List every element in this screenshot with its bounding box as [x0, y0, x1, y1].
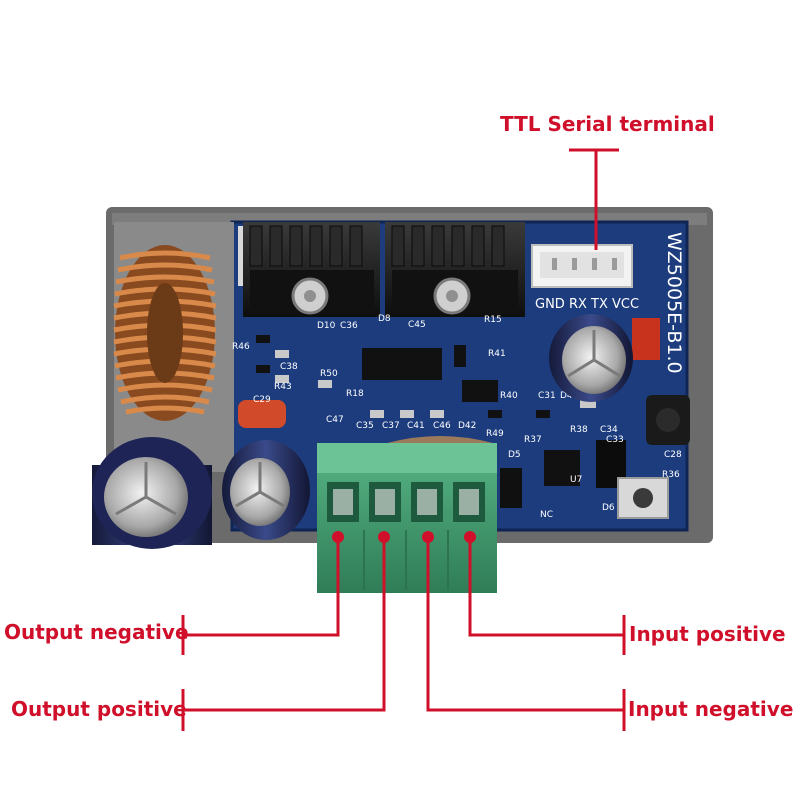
silk-label: R50	[320, 369, 338, 379]
heatsink-left	[243, 222, 380, 317]
silk-label: C41	[407, 421, 425, 431]
silk-label: C46	[433, 421, 451, 431]
silk-label: D10	[317, 321, 336, 331]
input-negative-label: Input negative	[628, 697, 794, 721]
serial-pin-labels: GND RX TX VCC	[535, 297, 639, 312]
capacitor-large-left	[92, 437, 212, 549]
output-positive-label: Output positive	[11, 697, 187, 721]
silk-label: R43	[274, 382, 292, 392]
silk-label: NC	[540, 510, 553, 520]
terminal-dots	[332, 531, 476, 543]
silkscreen-labels: D10 C36 D8 C45 R15 R46 C38 R43 R50 R18 C…	[232, 314, 682, 520]
silk-label: C31	[538, 391, 556, 401]
callout-lines	[181, 148, 626, 731]
toroid-inductor	[113, 245, 217, 421]
silk-label: C33	[606, 435, 624, 445]
silk-label: C34	[600, 425, 618, 435]
silk-label: D6	[602, 503, 615, 513]
silk-label: C28	[664, 450, 682, 460]
silk-label: C36	[340, 321, 358, 331]
capacitor-small-left	[222, 440, 310, 540]
screw-terminal-block	[317, 443, 497, 593]
silk-label: U7	[570, 475, 582, 485]
silk-label: R41	[488, 349, 506, 359]
silk-label: R38	[570, 425, 588, 435]
pcb-components	[238, 318, 690, 519]
silk-label: C35	[356, 421, 374, 431]
silk-label: R40	[500, 391, 518, 401]
silk-label: D42	[458, 421, 476, 431]
silk-label: C29	[253, 395, 271, 405]
silk-label: R49	[486, 429, 504, 439]
silk-label: C45	[408, 320, 426, 330]
silk-label: R46	[232, 342, 250, 352]
serial-connector	[531, 244, 633, 288]
silk-label: D8	[378, 314, 391, 324]
ttl-serial-terminal-label: TTL Serial terminal	[500, 112, 715, 136]
silk-label: D5	[508, 450, 521, 460]
input-positive-label: Input positive	[629, 622, 786, 646]
output-negative-label: Output negative	[4, 620, 189, 644]
silk-label: R15	[484, 315, 502, 325]
board-model-label: WZ5005E-B1.0	[663, 232, 685, 374]
silk-label: R36	[662, 470, 680, 480]
silk-label: R18	[346, 389, 364, 399]
silk-label: C38	[280, 362, 298, 372]
silk-label: D4	[560, 391, 573, 401]
heatsink-right	[385, 222, 525, 317]
silk-label: R37	[524, 435, 542, 445]
capacitor-right	[549, 314, 633, 402]
silk-label: C47	[326, 415, 344, 425]
silk-label: C37	[382, 421, 400, 431]
